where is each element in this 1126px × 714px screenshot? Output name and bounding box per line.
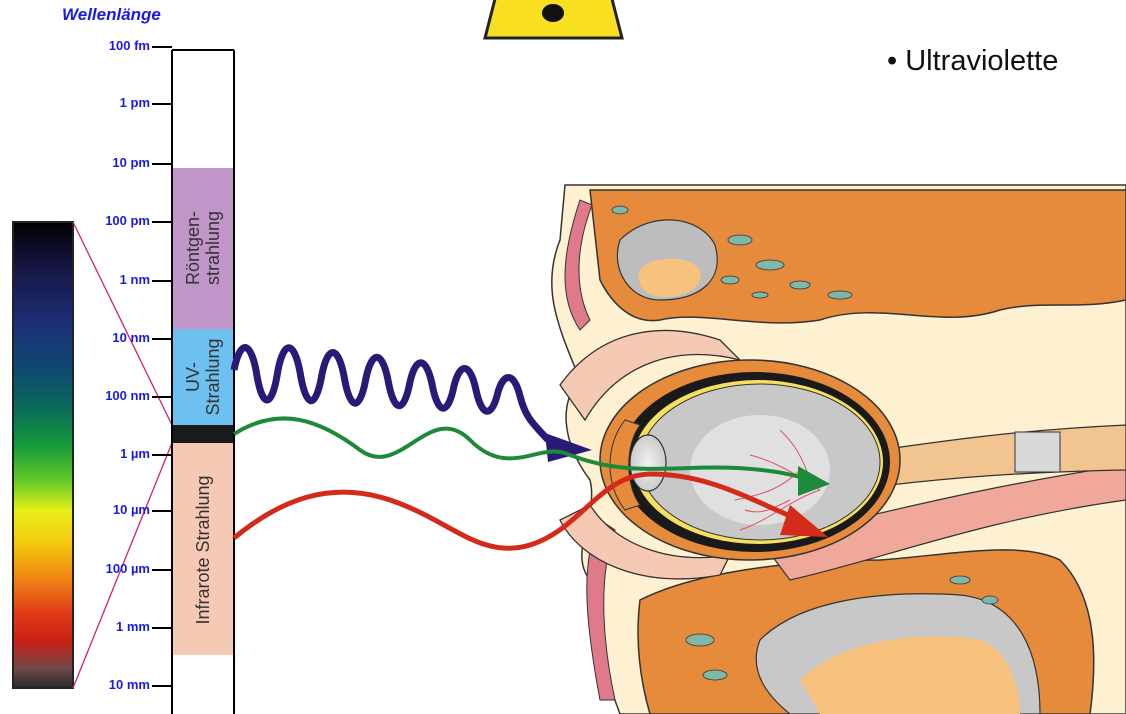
uv-label-line1: UV- <box>183 338 203 415</box>
tick-label: 1 pm <box>0 95 150 110</box>
warning-sign-icon <box>485 0 622 38</box>
tick-label: 100 nm <box>0 388 150 403</box>
tick-label: 1 nm <box>0 272 150 287</box>
bullet-icon: • <box>887 45 905 77</box>
eye-cross-section-icon <box>552 185 1126 714</box>
tick-label: 1 µm <box>0 446 150 461</box>
tick-label: 10 pm <box>0 155 150 170</box>
uv-wave <box>234 348 548 441</box>
infrared-label: Infrarote Strahlung <box>193 475 213 624</box>
axis-title: Wellenlänge <box>62 5 161 25</box>
tick-label: 10 nm <box>0 330 150 345</box>
bullet-point: • Ultraviolette <box>887 45 1058 78</box>
roentgen-label-line1: Röntgen- <box>183 211 203 285</box>
roentgen-label-line2: strahlung <box>203 211 223 285</box>
uv-label-line2: Strahlung <box>203 338 223 415</box>
tick-label: 100 µm <box>0 561 150 576</box>
tick-label: 100 pm <box>0 213 150 228</box>
tick-label: 10 mm <box>0 677 150 692</box>
infrared-band-label: Infrarote Strahlung <box>193 475 213 624</box>
tick-label: 100 fm <box>0 38 150 53</box>
axis-ticks <box>152 47 172 686</box>
bullet-text: Ultraviolette <box>905 45 1058 77</box>
visible-band <box>172 425 234 443</box>
uv-band-label: UV- Strahlung <box>183 338 223 415</box>
tick-label: 10 µm <box>0 502 150 517</box>
roentgen-band-label: Röntgen- strahlung <box>183 211 223 285</box>
tick-label: 1 mm <box>0 619 150 634</box>
